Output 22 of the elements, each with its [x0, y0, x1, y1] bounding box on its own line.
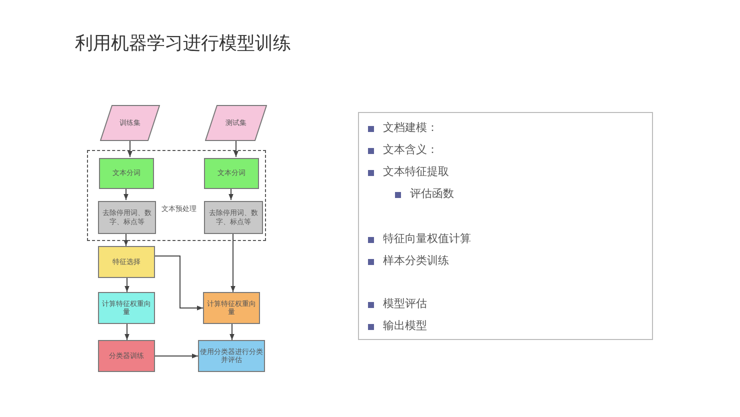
list-item: 文本含义： — [383, 143, 438, 156]
arrow — [124, 232, 128, 246]
dashed-group — [87, 150, 266, 241]
text-panel — [358, 112, 653, 340]
list-item: 输出模型 — [383, 319, 427, 332]
list-item: 样本分类训练 — [383, 254, 449, 268]
arrow — [124, 324, 130, 340]
list-item: 模型评估 — [383, 297, 427, 310]
list-item: 文档建模： — [383, 121, 438, 134]
list-item: 评估函数 — [410, 187, 454, 200]
arrow — [228, 188, 234, 200]
arrow — [154, 354, 198, 358]
arrow — [234, 140, 238, 158]
arrow — [128, 140, 132, 158]
arrow — [230, 232, 236, 292]
list-item: 特征向量权值计算 — [383, 232, 471, 246]
list-item: 文本特征提取 — [383, 165, 449, 178]
arrow — [230, 324, 234, 340]
title: 利用机器学习进行模型训练 — [75, 32, 291, 55]
arrow — [124, 188, 128, 200]
arrow — [154, 256, 204, 310]
arrow — [124, 278, 130, 292]
